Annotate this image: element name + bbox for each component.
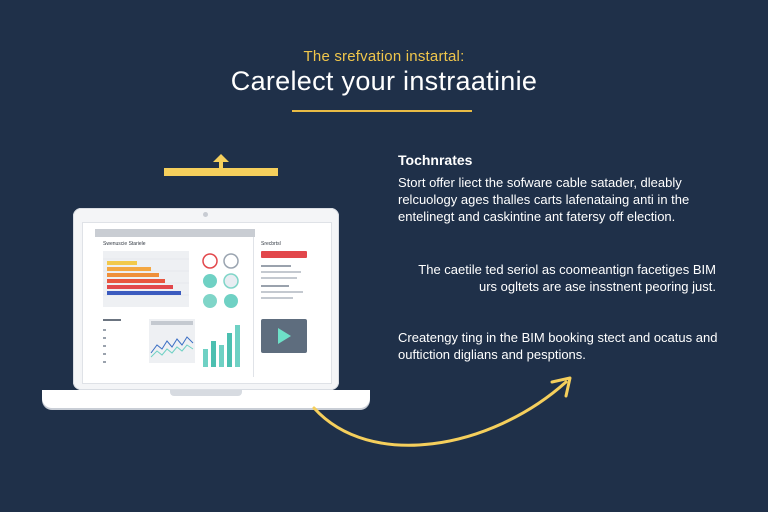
dashboard-alert-bar (261, 251, 307, 258)
dashboard-column-chart (203, 325, 240, 367)
dashboard-screen: Swenuscie Stariele Srecbrtsl (82, 222, 332, 384)
title-underline (292, 110, 472, 112)
dashboard-text-lines (261, 265, 303, 299)
laptop-base (42, 390, 370, 408)
paragraph-1: Stort offer liect the sofware cable sata… (398, 175, 690, 224)
dashboard-title: Swenuscie Stariele (103, 241, 146, 247)
dashboard-topbar (95, 229, 255, 237)
camera-dot (203, 212, 208, 217)
eyebrow-text: The srefvation instartal: (303, 48, 465, 65)
accent-bar (164, 168, 278, 176)
paragraph-2: The caetile ted seriol as coomeantign fa… (418, 262, 716, 294)
dashboard-list (103, 319, 121, 363)
dashboard-gauge-icons (202, 253, 239, 308)
dashboard-subtitle: Srecbrtsl (261, 241, 281, 247)
play-icon (278, 328, 291, 344)
dashboard-line-chart (149, 319, 195, 363)
page-title: Carelect your instraatinie (230, 66, 538, 96)
dashboard-bar-chart (103, 251, 189, 307)
laptop-notch (170, 390, 242, 396)
paragraph-3: Createngy ting in the BIM booking stect … (398, 330, 718, 362)
section-heading: Tochnrates (398, 152, 473, 168)
laptop-screen: Swenuscie Stariele Srecbrtsl (73, 208, 339, 390)
panel-divider (253, 237, 254, 377)
video-player (261, 319, 307, 353)
up-arrow-icon (213, 154, 229, 168)
